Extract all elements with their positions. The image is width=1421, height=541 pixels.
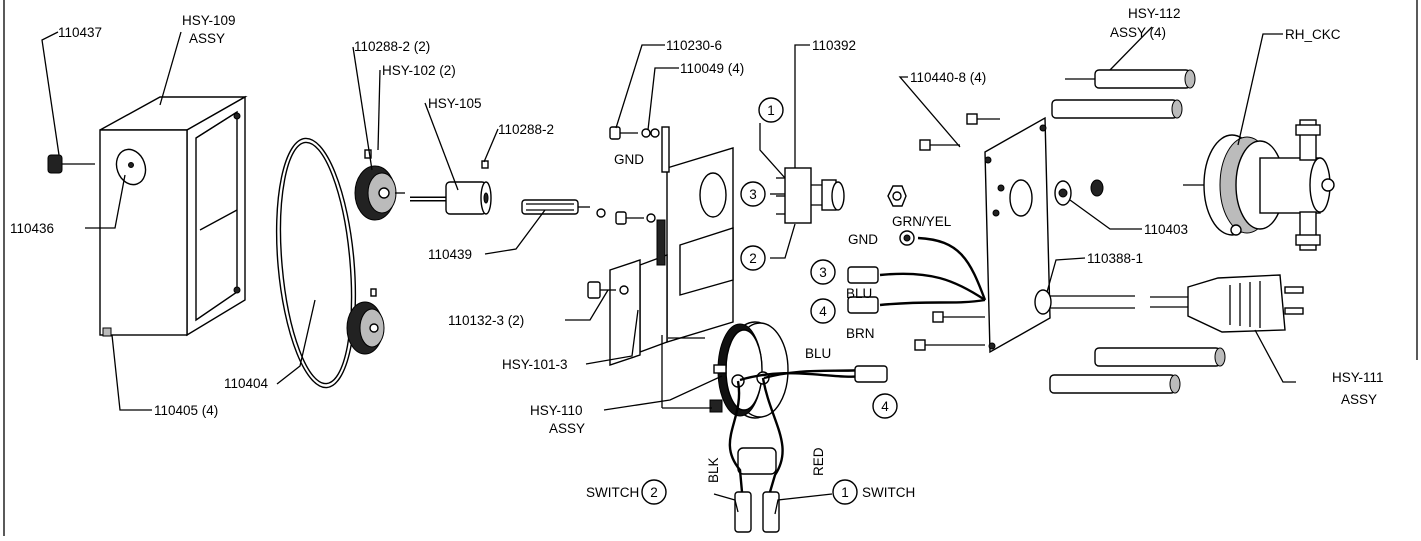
label-gnd-bracket: GND [614,152,644,167]
label-hsy-102: HSY-102 (2) [382,63,456,78]
label-110403: 110403 [1144,222,1188,237]
label-gnd-plate: GND [848,232,878,247]
leader-lines [41,26,1296,515]
oring-110404 [275,137,357,389]
callout-4-low: 4 [881,399,889,414]
screws-110230-6 [587,126,670,299]
label-blk: BLK [706,457,721,483]
pulley-hsy-102-upper [354,149,405,221]
plug-hsy-111 [1150,274,1304,333]
label-hsy-101-3: HSY-101-3 [502,357,568,372]
screws-110440-8 [914,113,1000,351]
label-110388-1: 110388-1 [1087,251,1143,266]
callout-1-top: 1 [767,103,775,118]
callout-2-top: 2 [749,251,757,266]
rod-110388-1 [1034,289,1135,315]
callout-circles [641,97,898,505]
label-hsy-111-assy: ASSY [1341,392,1377,407]
label-110404: 110404 [224,376,269,391]
motor-wires [728,365,888,533]
callout-3-mid: 3 [819,265,827,280]
label-blu: BLU [846,286,872,301]
knob-110437 [47,154,95,174]
label-110437: 110437 [58,25,102,40]
bracket-hsy-101-3 [609,147,734,366]
label-hsy-112-assy: ASSY (4) [1110,25,1166,40]
label-110288-2: 110288-2 [498,122,554,137]
label-110288-2-x2: 110288-2 (2) [354,39,430,54]
mounting-plate [984,116,1051,354]
label-hsy-111: HSY-111 [1332,370,1384,385]
callout-1-switch: 1 [841,485,849,500]
standoffs-hsy-112 [1049,69,1226,394]
label-switch-right: SWITCH [862,485,915,500]
callout-3-top: 3 [749,187,757,202]
label-110132-3: 110132-3 (2) [448,313,524,328]
pin-110439 [521,199,606,218]
label-110405: 110405 (4) [154,403,218,418]
label-hsy-112: HSY-112 [1128,6,1181,21]
label-110439: 110439 [428,247,472,262]
shaft-hsy-105 [410,160,492,215]
label-rh-ckc: RH_CKC [1285,27,1341,42]
callout-2-switch: 2 [650,485,658,500]
label-switch-left: SWITCH [586,485,639,500]
plate-wires [847,230,987,314]
pump-rh-ckc [1183,119,1335,251]
label-110392: 110392 [812,38,856,53]
label-hsy-105: HSY-105 [428,96,482,111]
label-110230-6: 110230-6 [666,38,722,53]
part-labels: 110437 HSY-109 ASSY 110436 110404 110405… [10,6,1384,500]
label-hsy-109-assy: ASSY [189,31,225,46]
label-red: RED [811,447,826,476]
label-110049: 110049 (4) [680,61,744,76]
label-hsy-110: HSY-110 [530,403,583,418]
callout-4-mid: 4 [819,304,827,319]
switch-110392 [776,167,907,224]
label-grn-yel: GRN/YEL [892,214,952,229]
label-110440-8: 110440-8 (4) [910,70,986,85]
label-blu-motor: BLU [805,346,831,361]
callout-numbers: 1 3 2 3 4 4 2 1 [650,103,889,500]
label-hsy-109: HSY-109 [182,13,236,28]
housing-box [99,95,248,337]
pulley-hsy-102-lower [346,288,385,355]
label-brn: BRN [846,326,875,341]
label-hsy-110-assy: ASSY [549,421,585,436]
washers-110403 [1054,179,1104,206]
label-110436: 110436 [10,221,54,236]
